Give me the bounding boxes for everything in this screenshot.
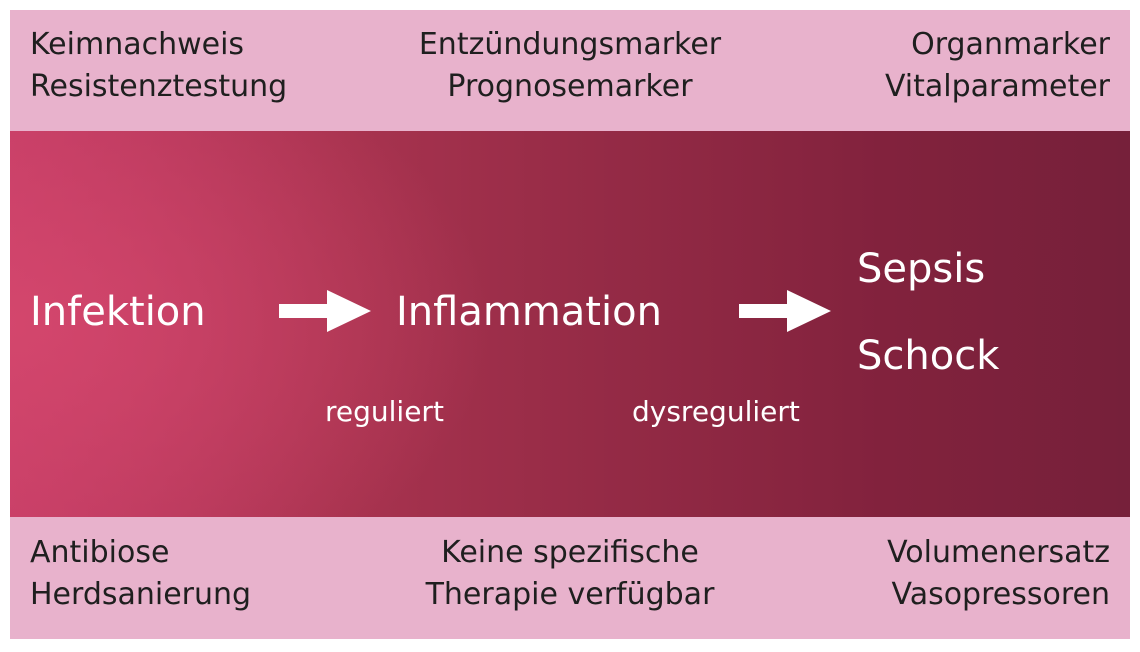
stage-infektion: Infektion [30, 289, 206, 335]
bottom-band-therapy: Antibiose Herdsanierung Keine spezifisch… [10, 517, 1130, 639]
volumenersatz-label: Volumenersatz [887, 535, 1110, 570]
resistenztestung-label: Resistenztestung [30, 69, 288, 104]
stage-schock: Schock [857, 333, 1000, 379]
antibiose-label: Antibiose [30, 535, 170, 570]
bottom-left-text: Antibiose Herdsanierung [30, 532, 251, 616]
top-center-text: Entzündungsmarker Prognosemarker [10, 24, 1130, 108]
stage-sepsis: Sepsis [857, 246, 986, 292]
arrow-right-icon [739, 290, 831, 332]
core-progression-band: Infektion Inflammation Sepsis Schock reg… [10, 131, 1130, 517]
top-left-text: Keimnachweis Resistenztestung [30, 24, 287, 108]
organmarker-label: Organmarker [911, 27, 1110, 62]
prognosemarker-label: Prognosemarker [447, 69, 693, 104]
entzuendungsmarker-label: Entzündungsmarker [418, 27, 722, 62]
bottom-center-text: Keine spezifische Therapie verfügbar [10, 532, 1130, 616]
herdsanierung-label: Herdsanierung [30, 577, 252, 612]
keimnachweis-label: Keimnachweis [30, 27, 245, 62]
vitalparameter-label: Vitalparameter [884, 69, 1110, 104]
top-right-text: Organmarker Vitalparameter [885, 24, 1110, 108]
keine-spezifische-label: Keine spezifische [441, 535, 699, 570]
vasopressoren-label: Vasopressoren [891, 577, 1111, 612]
label-dysreguliert: dysreguliert [632, 395, 800, 428]
top-band-diagnostics: Keimnachweis Resistenztestung Entzündung… [10, 10, 1130, 131]
label-reguliert: reguliert [325, 395, 444, 428]
bottom-right-text: Volumenersatz Vasopressoren [887, 532, 1110, 616]
therapie-verfuegbar-label: Therapie verfügbar [425, 577, 715, 612]
stage-inflammation: Inflammation [396, 289, 662, 335]
arrow-right-icon [279, 290, 371, 332]
